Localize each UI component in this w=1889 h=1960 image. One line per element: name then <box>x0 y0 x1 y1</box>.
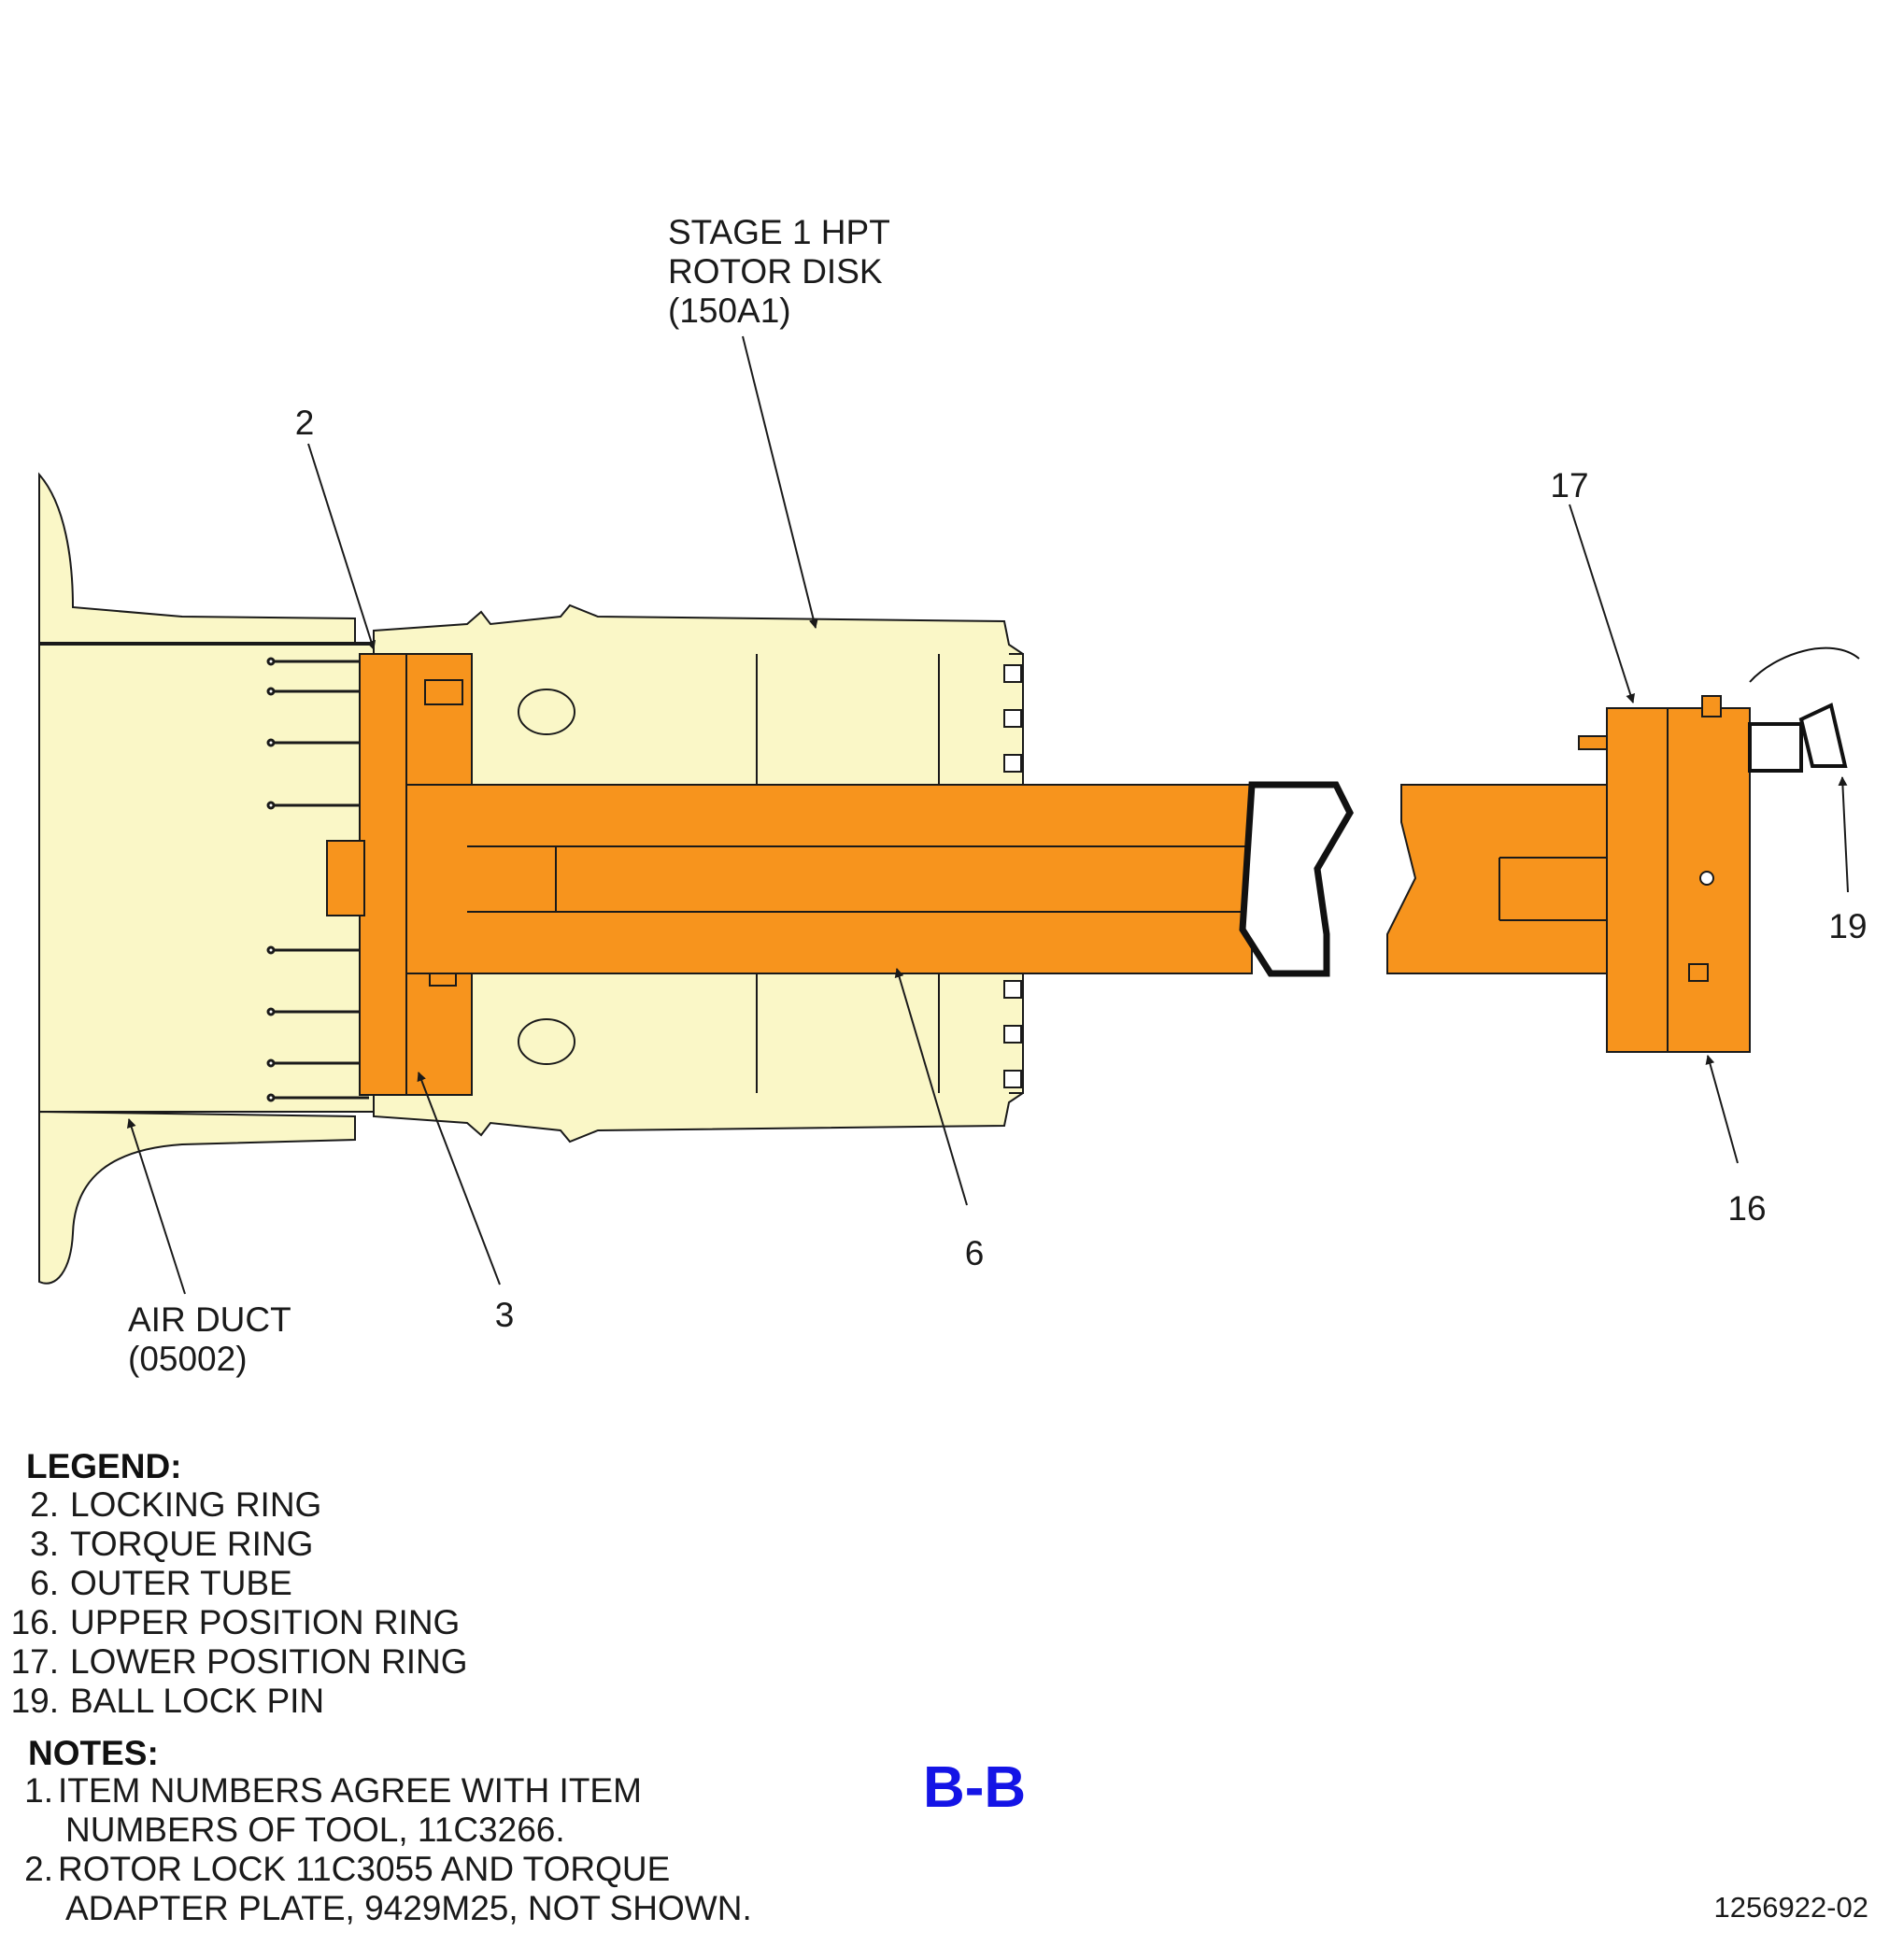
legend-item-number: 6. <box>30 1564 59 1602</box>
duct-pins <box>266 657 369 1102</box>
note-text-line1: ROTOR LOCK 11C3055 AND TORQUE <box>58 1850 671 1888</box>
callout-air-duct-line1: AIR DUCT <box>128 1300 291 1339</box>
legend-item-2: 2. LOCKING RING <box>0 1485 321 1524</box>
callout-air-duct-line2: (05002) <box>128 1340 248 1378</box>
callout-rotor-disk-line2: ROTOR DISK <box>668 252 883 291</box>
note-item-1-cont: NUMBERS OF TOOL, 11C3266. <box>65 1811 565 1849</box>
callout-rotor-disk-line3: (150A1) <box>668 291 791 330</box>
note-number: 1. <box>24 1771 53 1810</box>
legend-item-number: 3. <box>30 1525 59 1563</box>
note-item-1: 1.ITEM NUMBERS AGREE WITH ITEM <box>11 1771 642 1810</box>
legend-item-label: TORQUE RING <box>70 1525 314 1563</box>
callout-item-6: 6 <box>964 1234 985 1272</box>
callout-item-19: 19 <box>1828 907 1868 945</box>
callout-item-2: 2 <box>294 404 315 442</box>
legend-item-number: 17. <box>10 1642 59 1681</box>
callout-item-17: 17 <box>1550 466 1589 504</box>
notes-heading: NOTES: <box>28 1734 159 1772</box>
note-item-2-cont: ADAPTER PLATE, 9429M25, NOT SHOWN. <box>65 1889 752 1927</box>
legend-item-number: 2. <box>30 1485 59 1524</box>
callout-item-16: 16 <box>1727 1189 1767 1228</box>
legend-item-label: LOWER POSITION RING <box>70 1642 468 1681</box>
legend-item-6: 6. OUTER TUBE <box>0 1564 292 1602</box>
legend-item-17: 17. LOWER POSITION RING <box>0 1642 468 1681</box>
upper-position-ring <box>1667 695 1751 1053</box>
legend-item-16: 16. UPPER POSITION RING <box>0 1603 461 1641</box>
callout-rotor-disk-line1: STAGE 1 HPT <box>668 213 890 251</box>
note-text-line1: ITEM NUMBERS AGREE WITH ITEM <box>58 1771 642 1810</box>
legend-item-label: LOCKING RING <box>70 1485 322 1524</box>
section-view-label: B-B <box>923 1755 1027 1820</box>
outer-tube <box>405 781 1608 977</box>
note-text-line2: ADAPTER PLATE, 9429M25, NOT SHOWN. <box>65 1889 752 1927</box>
note-item-2: 2.ROTOR LOCK 11C3055 AND TORQUE <box>11 1850 670 1888</box>
legend-item-label: BALL LOCK PIN <box>70 1682 325 1720</box>
legend-item-19: 19. BALL LOCK PIN <box>0 1682 325 1720</box>
air-duct <box>38 472 375 1285</box>
legend-heading: LEGEND: <box>26 1447 182 1485</box>
ball-lock-pin <box>1748 646 1860 773</box>
locking-ring <box>326 653 407 1096</box>
callout-item-3: 3 <box>494 1296 515 1334</box>
legend-item-label: UPPER POSITION RING <box>70 1603 461 1641</box>
figure-id: 1256922-02 <box>1713 1891 1869 1924</box>
legend-item-3: 3. TORQUE RING <box>0 1525 313 1563</box>
note-text-line2: NUMBERS OF TOOL, 11C3266. <box>65 1811 565 1849</box>
legend-item-number: 19. <box>10 1682 59 1720</box>
leader-lines <box>126 335 1849 1295</box>
lower-position-ring <box>1578 707 1669 1053</box>
legend-item-label: OUTER TUBE <box>70 1564 292 1602</box>
note-number: 2. <box>24 1850 53 1888</box>
legend-item-number: 16. <box>10 1603 59 1641</box>
